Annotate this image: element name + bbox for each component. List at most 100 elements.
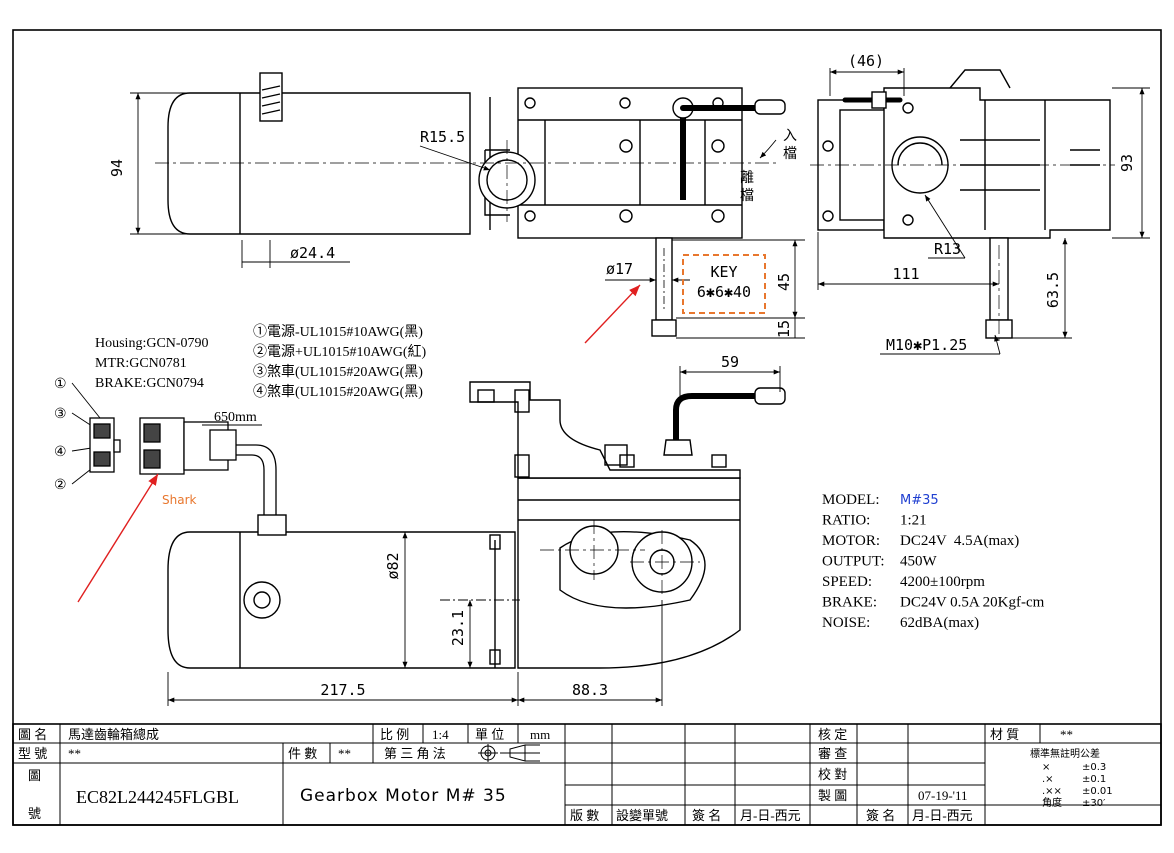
tb-approve-label-4: 製 圖: [818, 788, 847, 803]
dim-46: [829, 68, 905, 96]
tb-model-label: 型 號: [18, 746, 47, 761]
gear-out-char-1: 離: [740, 169, 754, 186]
key-label: KEY: [710, 263, 737, 281]
dim-45-15: [672, 239, 805, 339]
tb-unit: mm: [530, 727, 550, 742]
spec-value: 450W: [900, 554, 938, 570]
dim-d24-4: [241, 240, 350, 268]
cable-outer: [236, 444, 277, 518]
housing-part-no: Housing:GCN-0790: [95, 336, 209, 351]
spec-value: DC24V 4.5A(max): [900, 533, 1019, 549]
key-spec: 6✱6✱40: [697, 283, 751, 301]
dim-93-label: 93: [1118, 154, 1136, 172]
tb-tolerance-title: 標準無註明公差: [1030, 747, 1100, 760]
tolerance-value: ±0.3: [1082, 762, 1106, 773]
r13-leader: [924, 194, 966, 259]
tb-material-label: 材 質: [990, 727, 1019, 742]
dim-45-label: 45: [775, 273, 793, 291]
tb-drawing-no: EC82L244245FLGBL: [76, 787, 239, 807]
tb-drawing-no-label-1: 圖: [28, 768, 41, 783]
tb-drawing-name-label: 圖 名: [18, 727, 47, 742]
connector-pointer-arrow: [77, 473, 159, 603]
pin-label-2: ②: [54, 478, 67, 493]
shark-label: Shark: [162, 493, 197, 507]
tolerance-key: .××: [1042, 786, 1062, 797]
tb-sign-label: 簽 名: [866, 808, 895, 823]
tb-scale-label: 比 例: [380, 727, 409, 742]
mtr-part-no: MTR:GCN0781: [95, 356, 187, 371]
tb-projection: 第 三 角 法: [384, 746, 446, 761]
front-centerlines: [155, 140, 780, 222]
title-block: [12, 723, 1162, 826]
spec-label: OUTPUT:: [822, 554, 885, 570]
gear-in-char-2: 檔: [783, 146, 797, 162]
tb-rev-header-4: 月-日-西元: [740, 808, 801, 823]
dim-93: [1112, 87, 1150, 239]
brake-part-no: BRAKE:GCN0794: [95, 376, 204, 391]
spec-value: M#35: [900, 493, 939, 508]
dim-d82-label: ø82: [384, 552, 402, 579]
tb-approve-label-2: 審 查: [818, 746, 847, 761]
gear-in-arrow: [759, 139, 777, 159]
tb-rev-header-3: 簽 名: [692, 808, 721, 823]
spec-value: DC24V 0.5A 20Kgf-cm: [900, 595, 1045, 611]
cable-inner: [236, 454, 265, 518]
dim-46-label: (46): [848, 52, 884, 70]
spec-label: BRAKE:: [822, 595, 877, 611]
gear-in-char-1: 入: [783, 129, 797, 144]
shaft-pointer-arrow: [584, 284, 641, 344]
tb-rev-header-2: 設變單號: [616, 808, 668, 823]
tolerance-value: ±0.01: [1082, 786, 1113, 797]
dim-d17-label: ø17: [606, 260, 633, 278]
dim-63-5: [1012, 238, 1072, 339]
tb-date-label: 月-日-西元: [912, 808, 973, 823]
spec-label: RATIO:: [822, 513, 870, 529]
tb-approve-label-1: 核 定: [818, 727, 847, 742]
dim-23-1-label: 23.1: [449, 610, 467, 646]
cable-length: 650mm: [214, 410, 257, 425]
tolerance-value: ±0.1: [1082, 774, 1106, 785]
pin-label-4: ④: [54, 445, 67, 460]
side-centerlines: [810, 164, 1115, 345]
key-highlight-box: [682, 254, 766, 314]
dim-59: [679, 366, 781, 400]
tolerance-value: ±30′: [1082, 798, 1106, 809]
spec-value: 62dBA(max): [900, 615, 979, 631]
dim-23-1: [440, 599, 520, 668]
dim-r15-5: R15.5: [420, 128, 465, 146]
wire-2: ②電源+UL1015#10AWG(紅): [253, 344, 427, 360]
front-view: [167, 72, 786, 337]
dim-59-label: 59: [721, 353, 739, 371]
pin-label-1: ①: [54, 377, 67, 392]
wire-1: ①電源-UL1015#10AWG(黑): [253, 324, 423, 340]
spec-value: 4200±100rpm: [900, 574, 985, 590]
gear-out-char-2: 檔: [740, 188, 754, 204]
side-view: [817, 69, 1111, 339]
dim-111: [817, 232, 999, 290]
tb-scale: 1:4: [432, 727, 449, 742]
dim-d24-4-label: ø24.4: [290, 244, 335, 262]
tb-description: Gearbox Motor M# 35: [300, 786, 507, 806]
thread-spec: M10✱P1.25: [886, 336, 967, 354]
spec-label: MOTOR:: [822, 533, 880, 549]
tolerance-key: .×: [1042, 774, 1054, 785]
dim-88-3-label: 88.3: [572, 681, 608, 699]
tb-model-value: **: [68, 746, 81, 761]
dim-r13: R13: [934, 240, 961, 258]
tb-material: **: [1060, 727, 1073, 742]
tolerance-key: 角度: [1042, 796, 1062, 809]
spec-label: NOISE:: [822, 615, 870, 631]
wire-4: ④煞車(UL1015#20AWG(黑): [253, 383, 423, 400]
third-angle-projection-icon: [478, 744, 540, 762]
dim-63-5-label: 63.5: [1044, 272, 1062, 308]
tolerance-key: ×: [1042, 762, 1050, 773]
spec-label: SPEED:: [822, 574, 872, 590]
tolerance-list: × ±0.3 .× ±0.1 .×× ±0.01 角度 ±30′: [1042, 762, 1113, 809]
wire-3: ③煞車(UL1015#20AWG(黑): [253, 363, 423, 380]
tb-drawing-name: 馬達齒輪箱總成: [68, 727, 159, 742]
dim-94-label: 94: [108, 159, 126, 177]
tb-approve-label-3: 校 對: [818, 767, 847, 782]
dim-94: [130, 92, 190, 235]
